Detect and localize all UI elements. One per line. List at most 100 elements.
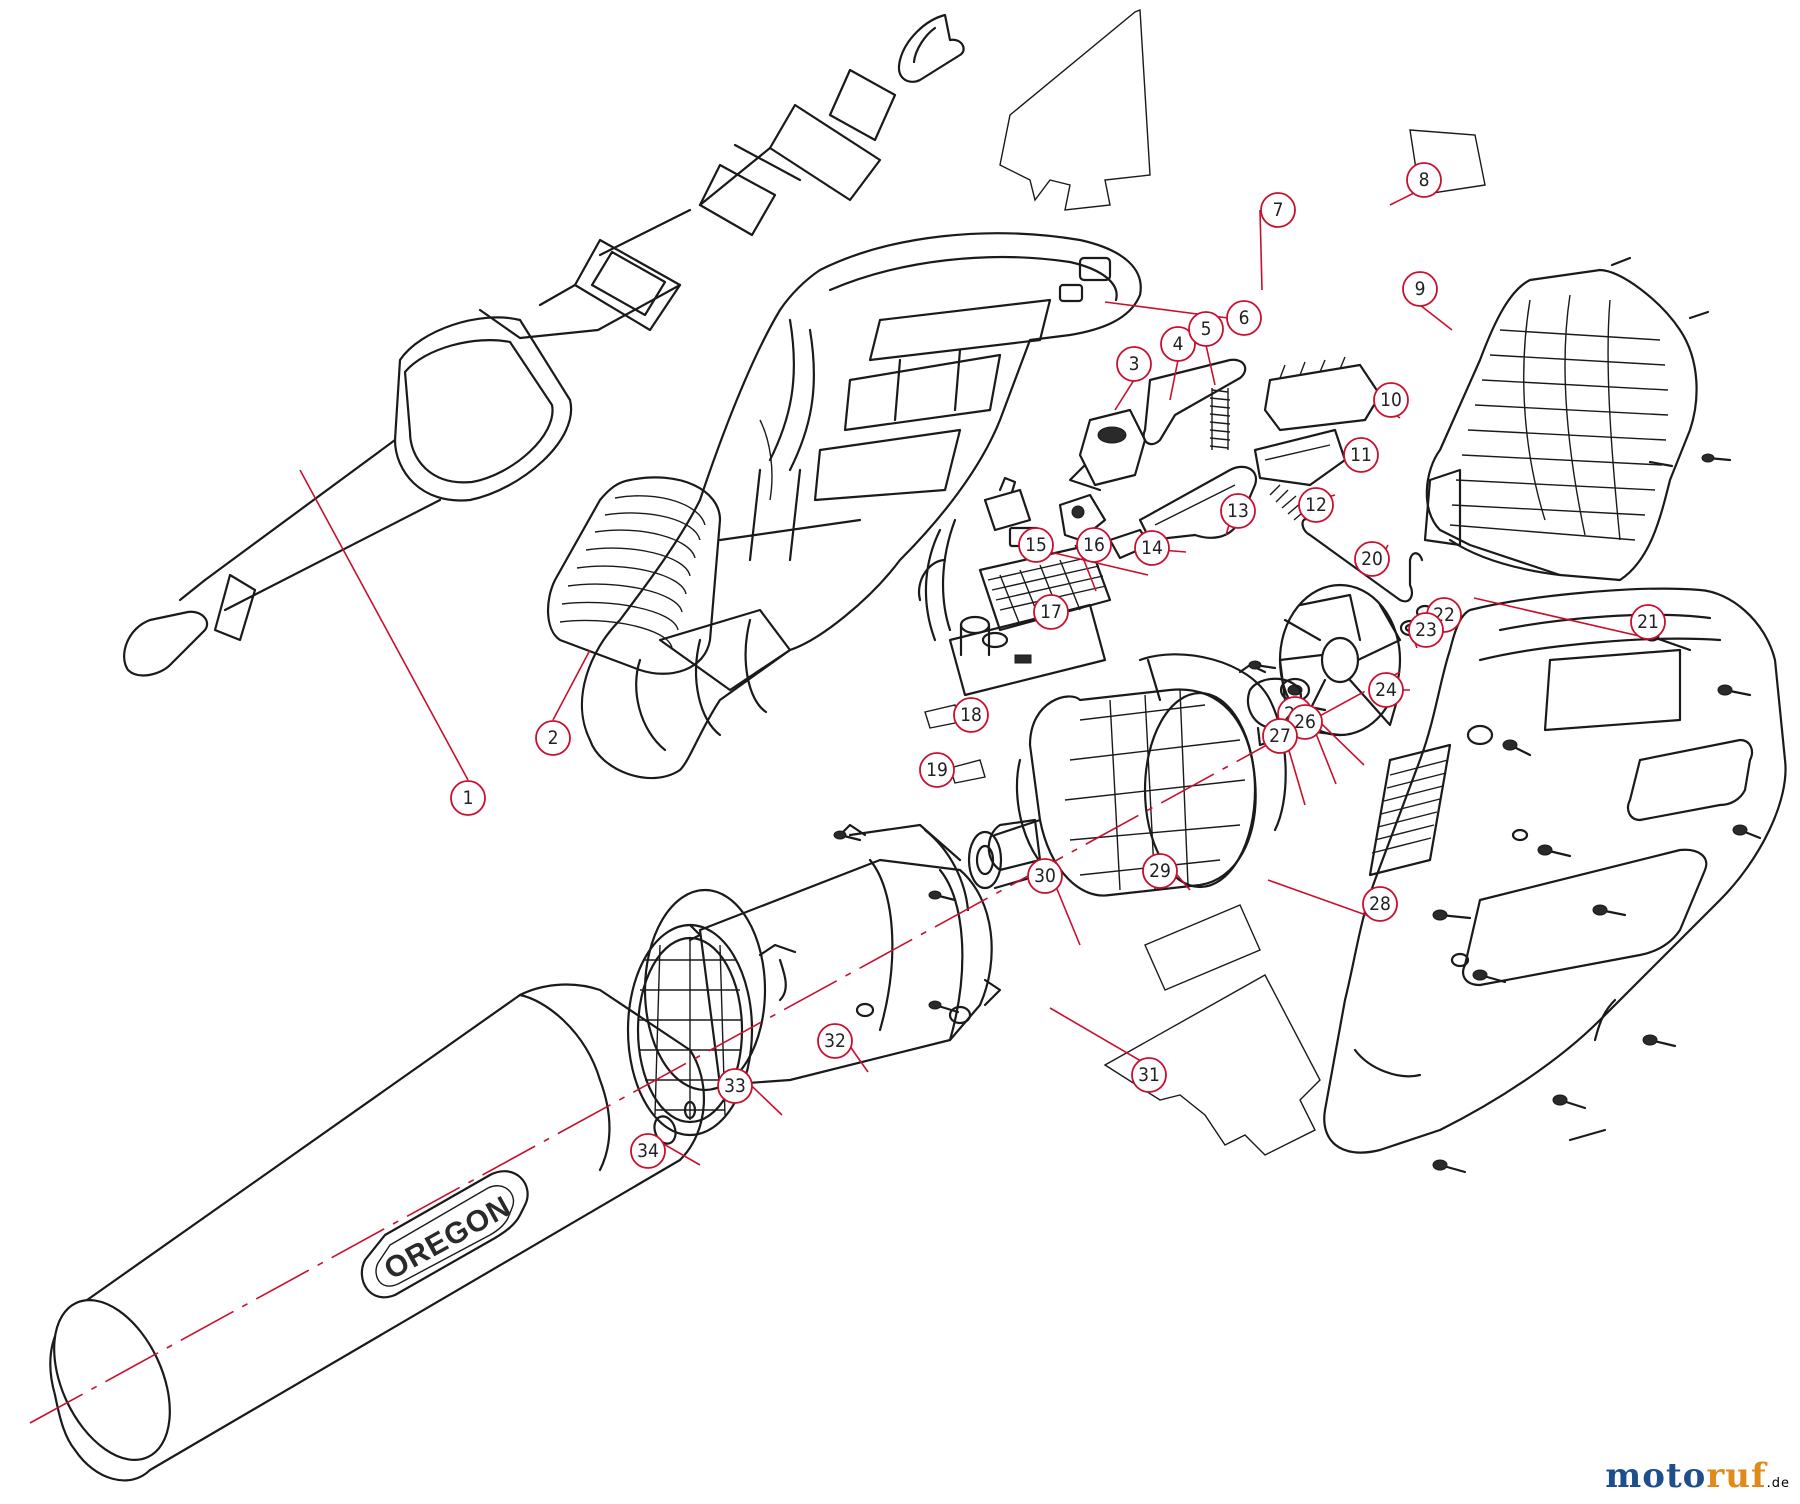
callout-31: 31 — [1131, 1057, 1167, 1093]
callout-circle — [1160, 326, 1196, 362]
callout-label: 29 — [1149, 860, 1171, 882]
latch-part-10 — [1263, 356, 1382, 432]
callout-16: 16 — [1076, 527, 1112, 563]
label-sheet-7 — [999, 8, 1151, 211]
callout-14: 14 — [1134, 530, 1170, 566]
callout-circle — [535, 720, 571, 756]
assembly-axis — [29, 671, 1401, 1424]
callout-label: 30 — [1034, 865, 1056, 887]
callout-circle — [1076, 527, 1112, 563]
callout-circle — [1262, 718, 1298, 754]
callout-circle — [1402, 271, 1438, 307]
spring-part-5 — [1209, 388, 1231, 450]
callout-label: 27 — [1269, 725, 1291, 747]
callout-circle — [450, 780, 486, 816]
callout-label: 34 — [637, 1140, 659, 1162]
callout-28: 28 — [1362, 886, 1398, 922]
callout-2: 2 — [535, 720, 571, 756]
callout-1: 1 — [450, 780, 486, 816]
tube-part-32 — [643, 823, 1002, 1092]
screws-tube — [833, 660, 1277, 1014]
callout-18: 18 — [953, 697, 989, 733]
callout-circle — [717, 1068, 753, 1104]
pad-part-19 — [949, 759, 986, 784]
callout-label: 26 — [1294, 711, 1316, 733]
callout-circle — [1362, 886, 1398, 922]
callout-6: 6 — [1226, 300, 1262, 336]
callout-circle — [1220, 493, 1256, 529]
callout-circle — [1343, 437, 1379, 473]
callout-34: 34 — [630, 1133, 666, 1169]
callout-label: 23 — [1415, 619, 1437, 641]
callout-circle — [1373, 382, 1409, 418]
housing-half-left — [580, 232, 1142, 780]
callout-circle — [1368, 672, 1404, 708]
callout-label: 3 — [1129, 353, 1140, 375]
callout-circle — [1027, 858, 1063, 894]
callout-circle — [1408, 612, 1444, 648]
switch-part-3 — [1068, 408, 1147, 492]
callout-label: 32 — [824, 1030, 846, 1052]
callout-9: 9 — [1402, 271, 1438, 307]
latch-part-11 — [1253, 428, 1347, 487]
rear-cover-part-9 — [1423, 256, 1710, 582]
callout-label: 2 — [548, 727, 559, 749]
callout-label: 13 — [1227, 500, 1249, 522]
callout-10: 10 — [1373, 382, 1409, 418]
callout-33: 33 — [717, 1068, 753, 1104]
callout-29: 29 — [1142, 853, 1178, 889]
callout-label: 7 — [1273, 199, 1284, 221]
shoulder-strap — [123, 13, 965, 677]
callout-24: 24 — [1368, 672, 1404, 708]
watermark-tld: .de — [1766, 1476, 1790, 1491]
callout-label: 4 — [1173, 333, 1184, 355]
callout-circle — [1354, 541, 1390, 577]
callout-label: 8 — [1419, 169, 1430, 191]
callout-17: 17 — [1033, 594, 1069, 630]
intake-grille — [546, 476, 722, 675]
callout-21: 21 — [1630, 604, 1666, 640]
callout-circle — [1406, 162, 1442, 198]
callout-4: 4 — [1160, 326, 1196, 362]
front-grid-part-33 — [626, 923, 754, 1137]
callout-circle — [1226, 300, 1262, 336]
callout-8: 8 — [1406, 162, 1442, 198]
callout-label: 20 — [1361, 548, 1383, 570]
watermark-logo: motoruf.de — [1605, 1456, 1790, 1496]
oregon-badge: OREGON — [360, 1170, 529, 1299]
callout-label: 1 — [463, 787, 474, 809]
shaft-part-30 — [967, 818, 1042, 890]
callout-label: 31 — [1138, 1064, 1160, 1086]
callout-circle — [1260, 192, 1296, 228]
callout-19: 19 — [919, 752, 955, 788]
callout-label: 28 — [1369, 893, 1391, 915]
callout-circle — [630, 1133, 666, 1169]
callout-circle — [919, 752, 955, 788]
watermark-name-part-2: ruf — [1706, 1456, 1767, 1496]
callout-32: 32 — [817, 1023, 853, 1059]
callout-circle — [1188, 311, 1224, 347]
motor-cage-part-29 — [1015, 653, 1287, 897]
label-sheet-31 — [1103, 974, 1321, 1156]
callout-label: 17 — [1040, 601, 1062, 623]
callout-circle — [1630, 604, 1666, 640]
callout-circle — [817, 1023, 853, 1059]
housing-half-right-part-28 — [1323, 587, 1787, 1154]
spring-part-12 — [1269, 484, 1309, 521]
spring-clip-part-20 — [1301, 517, 1424, 603]
callout-label: 9 — [1415, 278, 1426, 300]
leader-lines — [299, 179, 1649, 1166]
callout-circle — [1033, 594, 1069, 630]
callout-label: 18 — [960, 704, 982, 726]
callout-7: 7 — [1260, 192, 1296, 228]
trigger-part-4 — [1142, 358, 1247, 446]
callout-5: 5 — [1188, 311, 1224, 347]
callout-circle — [1116, 346, 1152, 382]
callout-15: 15 — [1018, 527, 1054, 563]
callout-label: 16 — [1083, 534, 1105, 556]
callout-label: 6 — [1239, 307, 1250, 329]
callout-circle — [1134, 530, 1170, 566]
callout-label: 5 — [1201, 318, 1212, 340]
